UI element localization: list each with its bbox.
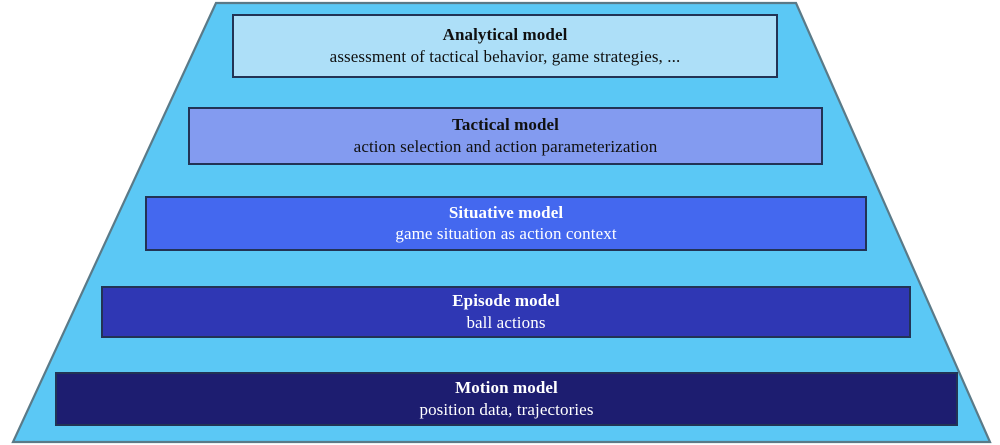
layer-motion-model[interactable]: Motion model position data, trajectories: [55, 372, 958, 426]
layer-episode-model[interactable]: Episode model ball actions: [101, 286, 911, 338]
layer-analytical-title: Analytical model: [442, 25, 568, 45]
layer-tactical-title: Tactical model: [451, 115, 559, 135]
layer-episode-title: Episode model: [452, 291, 560, 311]
layer-tactical-subtitle: action selection and action parameteriza…: [353, 136, 658, 156]
layer-motion-title: Motion model: [455, 378, 558, 398]
layer-situative-model[interactable]: Situative model game situation as action…: [145, 196, 867, 251]
layer-analytical-model[interactable]: Analytical model assessment of tactical …: [232, 14, 778, 78]
layer-episode-subtitle: ball actions: [466, 312, 546, 332]
layer-situative-subtitle: game situation as action context: [395, 224, 617, 243]
layer-motion-subtitle: position data, trajectories: [419, 399, 594, 419]
layer-tactical-model[interactable]: Tactical model action selection and acti…: [188, 107, 823, 165]
layer-analytical-subtitle: assessment of tactical behavior, game st…: [329, 46, 681, 66]
layer-situative-title: Situative model: [448, 202, 564, 222]
